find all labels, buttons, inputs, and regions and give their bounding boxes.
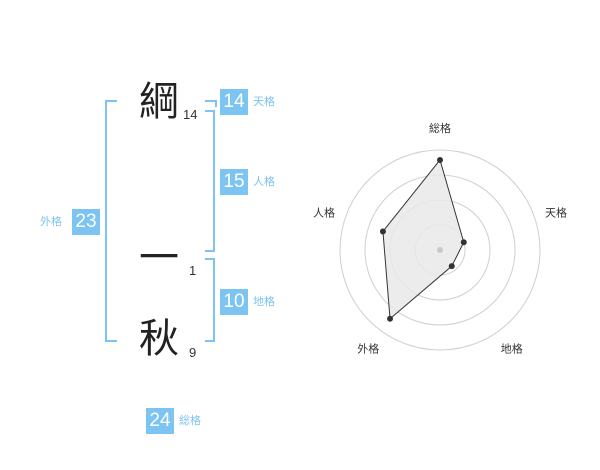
radar-axis-label: 人格 (313, 205, 335, 219)
tenkaku-bracket (205, 100, 217, 107)
soukaku-value: 24 (146, 408, 174, 434)
radar-point (379, 228, 386, 235)
radar-point (437, 157, 443, 163)
tenkaku-value: 14 (220, 89, 248, 115)
radar-axis-label: 地格 (501, 342, 523, 356)
soukaku-label: 総格 (179, 414, 201, 427)
radar-point (460, 239, 467, 246)
gaikaku-label: 外格 (40, 215, 62, 228)
stroke-count-2: 1 (189, 263, 197, 278)
name-char-2: 一 (139, 235, 179, 281)
jinkaku-value: 15 (220, 169, 248, 195)
tenkaku-label: 天格 (253, 95, 275, 108)
stroke-count-1: 14 (183, 107, 198, 122)
name-char-1: 綱 (139, 79, 179, 125)
radar-center-dot (437, 247, 443, 253)
radar-axis-label: 総格 (429, 121, 451, 135)
chikaku-value: 10 (220, 289, 248, 315)
gaikaku-bracket (105, 100, 117, 342)
chikaku-label: 地格 (253, 295, 275, 308)
stroke-count-3: 9 (189, 345, 197, 360)
radar-axis-label: 外格 (357, 342, 379, 356)
chikaku-bracket (205, 258, 215, 342)
radar-polygon (382, 158, 465, 320)
radar-ring (339, 149, 541, 351)
radar-axis-label: 天格 (545, 205, 567, 219)
gaikaku-value: 23 (72, 209, 100, 235)
radar-point (448, 263, 455, 270)
radar-point (387, 315, 394, 322)
jinkaku-label: 人格 (253, 175, 275, 188)
jinkaku-bracket (205, 110, 215, 252)
name-char-3: 秋 (139, 316, 179, 362)
